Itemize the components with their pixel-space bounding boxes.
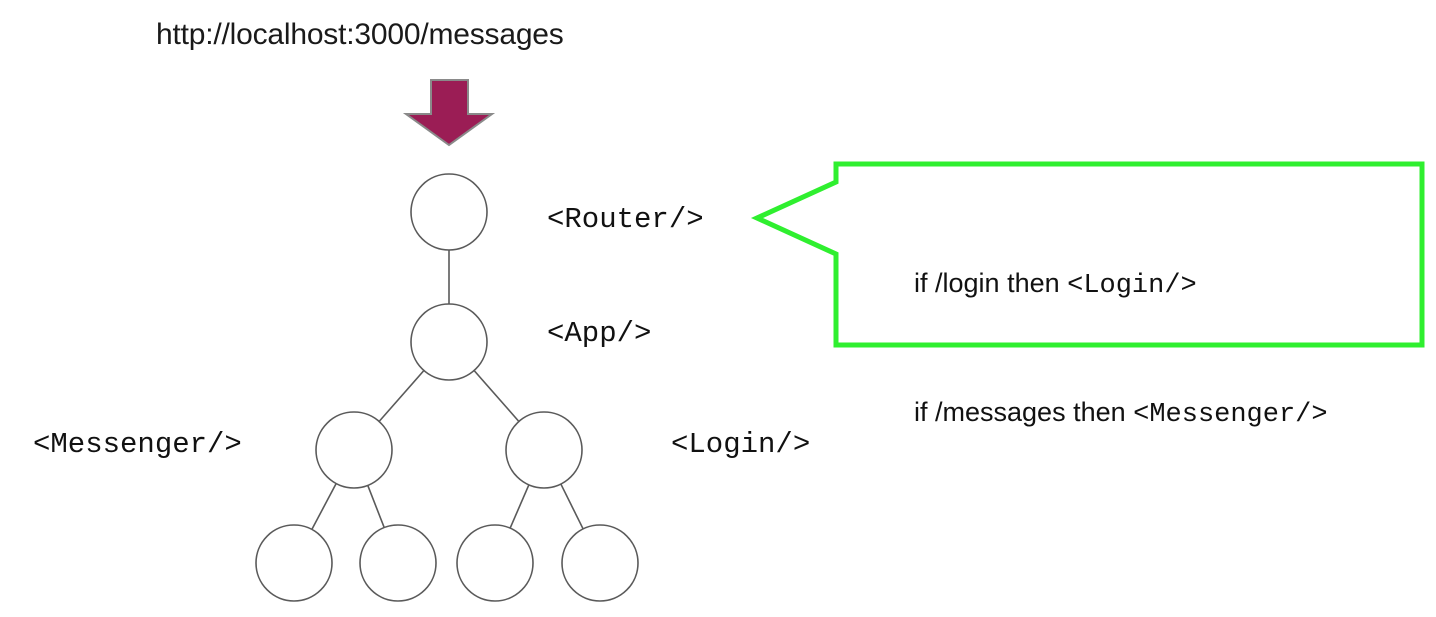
callout-line-1-prefix: if /login then — [914, 268, 1068, 298]
tree-node-login[interactable] — [505, 411, 583, 489]
node-label-messenger: <Messenger/> — [33, 428, 242, 461]
callout-line-2-code: <Messenger/> — [1133, 400, 1328, 430]
tree-node-messenger[interactable] — [315, 411, 393, 489]
tree-node-leaf2[interactable] — [359, 524, 437, 602]
url-text: http://localhost:3000/messages — [156, 18, 564, 51]
node-label-login: <Login/> — [671, 428, 811, 461]
node-label-app: <App/> — [547, 317, 652, 350]
tree-node-router[interactable] — [410, 173, 488, 251]
tree-edge — [311, 483, 337, 530]
tree-node-leaf4[interactable] — [561, 524, 639, 602]
callout-line-2-prefix: if /messages then — [914, 397, 1134, 427]
callout-line-1: if /login then <Login/> — [869, 220, 1328, 349]
callout-line-2: if /messages then <Messenger/> — [869, 349, 1328, 478]
down-arrow-icon — [402, 79, 496, 147]
tree-edge — [473, 370, 520, 422]
callout-balloon — [750, 161, 1425, 348]
tree-edge — [367, 485, 385, 528]
tree-node-leaf1[interactable] — [255, 524, 333, 602]
tree-node-app[interactable] — [410, 303, 488, 381]
tree-edge — [560, 483, 584, 530]
node-label-router: <Router/> — [547, 203, 704, 236]
tree-edge — [378, 370, 425, 422]
tree-edges — [311, 250, 584, 530]
tree-node-leaf3[interactable] — [456, 524, 534, 602]
callout-line-1-code: <Login/> — [1067, 271, 1197, 301]
tree-edge — [509, 484, 530, 529]
tree-nodes — [255, 173, 639, 602]
callout-text: if /login then <Login/> if /messages the… — [869, 220, 1328, 478]
